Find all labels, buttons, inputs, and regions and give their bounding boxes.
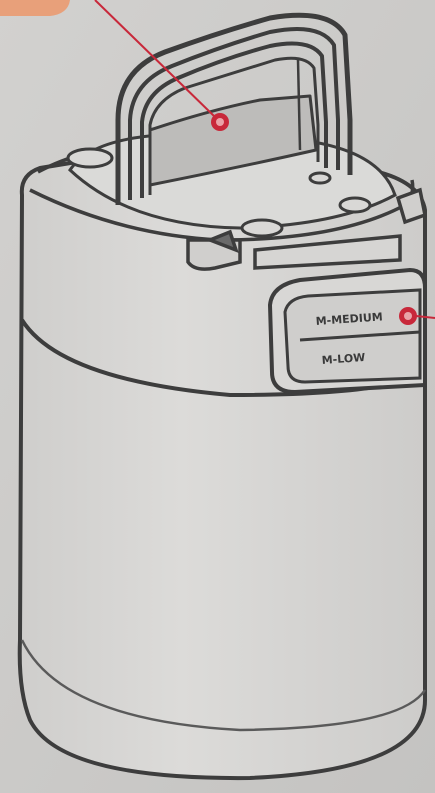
control-panel <box>270 270 425 392</box>
panel-callout-dot <box>404 312 412 320</box>
handle-callout-dot <box>216 118 224 126</box>
callout-label-fragment <box>0 0 70 16</box>
